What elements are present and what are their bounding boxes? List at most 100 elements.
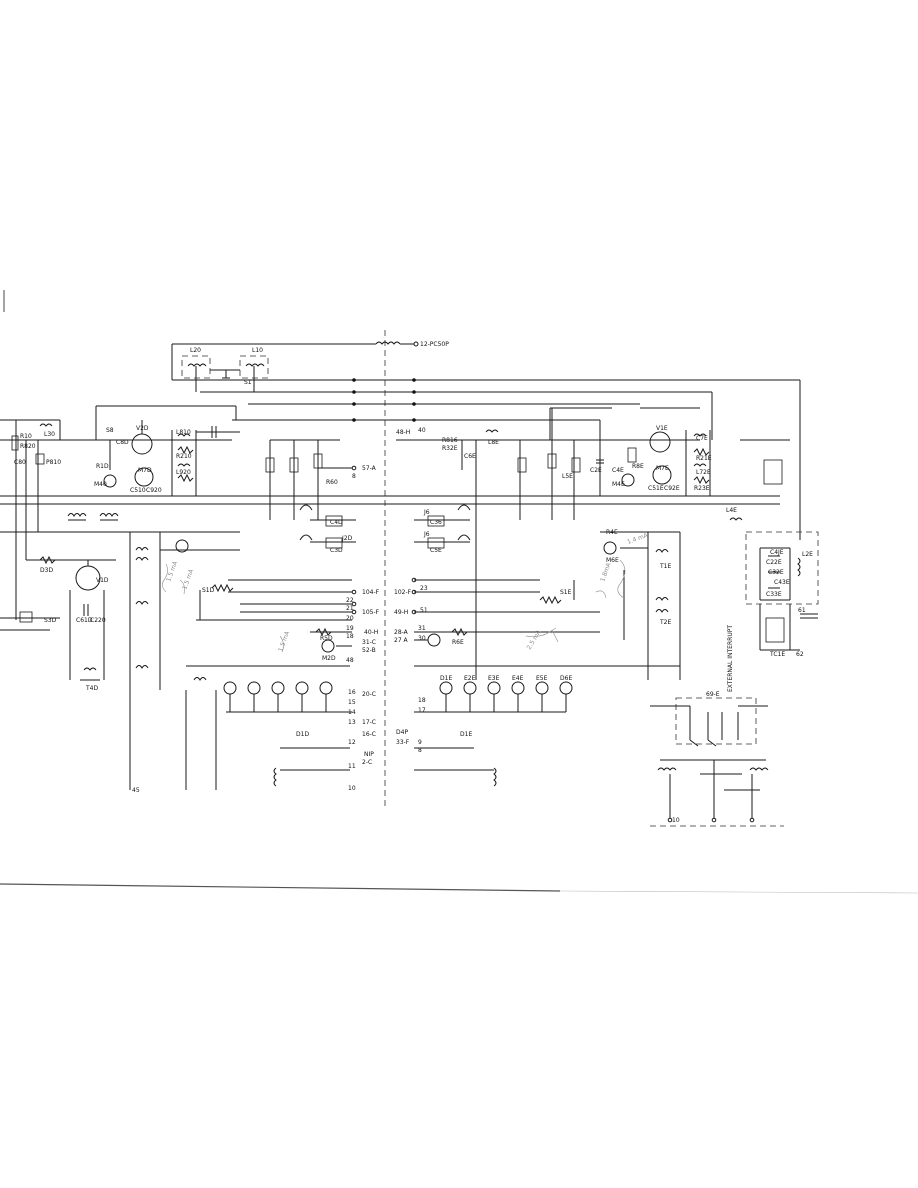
label-52B: 52-B xyxy=(362,647,376,654)
label-D1E-lamp: D1E xyxy=(440,675,452,682)
tube-stage-V2D xyxy=(103,420,240,496)
label-C92E: C92E xyxy=(664,485,680,492)
label-33F: 33-F xyxy=(396,739,410,746)
relay-group-L20-L10 xyxy=(181,355,269,392)
label-12: 12 xyxy=(348,739,356,746)
label-S1E: S1E xyxy=(560,589,572,596)
lamp-row-right xyxy=(414,681,573,787)
top-terminal-label: 12-PC50P xyxy=(420,341,449,348)
label-C8D: C8D xyxy=(116,439,129,446)
page-edge-marks xyxy=(0,290,918,894)
label-M7E: M7E xyxy=(656,465,669,472)
label-61: 61 xyxy=(798,607,806,614)
label-R6E: R6E xyxy=(452,639,464,646)
label-17: 17 xyxy=(418,707,426,714)
label-40: 40 xyxy=(418,427,426,434)
label-L810: L810 xyxy=(176,429,191,436)
label-C4D: C4D xyxy=(330,519,343,526)
label-C51E: C51E xyxy=(648,485,664,492)
label-D1E-switch: D1E xyxy=(460,731,472,738)
tube-stage-V1D xyxy=(0,555,116,681)
relay-L20-label: L20 xyxy=(190,347,201,354)
label-L920: L920 xyxy=(176,469,191,476)
handwritten-note-4: 1.8mA xyxy=(599,561,613,583)
label-C6E: C6E xyxy=(464,453,476,460)
label-C80: C80 xyxy=(14,459,26,466)
external-interrupt-block xyxy=(650,697,784,827)
top-bus-wiring xyxy=(0,341,801,540)
label-L5E: L5E xyxy=(562,473,573,480)
label-45: 45 xyxy=(132,787,140,794)
label-C22E: C22E xyxy=(766,559,782,566)
label-C61D: C61D xyxy=(76,617,93,624)
label-D4P: D4P xyxy=(396,729,408,736)
label-C220: C220 xyxy=(90,617,106,624)
label-V1D: V1D xyxy=(96,577,109,584)
label-21: 21 xyxy=(346,605,354,612)
label-102F: 102-F xyxy=(394,589,412,596)
label-C920: C920 xyxy=(146,487,162,494)
label-23: 23 xyxy=(420,585,428,592)
label-E5E: E5E xyxy=(536,675,548,682)
label-C33E: C33E xyxy=(766,591,782,598)
label-C2E: C2E xyxy=(590,467,602,474)
label-S8: S8 xyxy=(106,427,114,434)
label-31: 31 xyxy=(418,625,426,632)
label-28A: 28-A xyxy=(394,629,409,636)
label-J6b: J6 xyxy=(423,531,430,538)
label-R820: R820 xyxy=(20,443,36,450)
label-R23E: R23E xyxy=(694,485,710,492)
label-D1D: D1D xyxy=(296,731,309,738)
label-C32E: C32E xyxy=(768,569,784,576)
label-19: 19 xyxy=(346,625,354,632)
filter-block-right xyxy=(729,459,819,651)
label-15: 15 xyxy=(348,699,356,706)
label-27A: 27 A xyxy=(394,637,409,644)
label-D3D: D3D xyxy=(40,567,53,574)
label-T1E: T1E xyxy=(659,563,671,570)
label-TC1E: TC1E xyxy=(769,651,785,658)
label-C43E: C43E xyxy=(774,579,790,586)
label-R10: R10 xyxy=(20,433,32,440)
label-17C: 17-C xyxy=(362,719,376,726)
label-62: 62 xyxy=(796,651,804,658)
label-18a: 18 xyxy=(346,633,354,640)
left-input-components xyxy=(11,420,119,620)
label-R21E: R21E xyxy=(696,455,712,462)
label-R60: R60 xyxy=(326,479,338,486)
label-2C: 2-C xyxy=(362,759,372,766)
label-E3E: E3E xyxy=(488,675,500,682)
label-16C: 16-C xyxy=(362,731,376,738)
label-E2E: E2E xyxy=(464,675,476,682)
label-D6E: D6E xyxy=(560,675,572,682)
label-T2E: T2E xyxy=(659,619,671,626)
label-L8E: L8E xyxy=(488,439,499,446)
label-L2E: L2E xyxy=(802,551,813,558)
label-L72E: L72E xyxy=(696,469,711,476)
label-13: 13 xyxy=(348,719,356,726)
shift-register-S1D xyxy=(196,579,357,621)
transformer-column-left xyxy=(129,532,350,790)
label-V1E: V1E xyxy=(656,425,668,432)
label-S3D: S3D xyxy=(44,617,57,624)
tube-stage-V1E xyxy=(517,408,711,520)
label-J6: J6 xyxy=(423,509,430,516)
label-M40: M40 xyxy=(94,481,107,488)
label-E4E: E4E xyxy=(512,675,524,682)
label-48: 48 xyxy=(346,657,354,664)
label-T4D: T4D xyxy=(85,685,98,692)
right-center-wiring xyxy=(411,429,680,680)
label-L30: L30 xyxy=(44,431,55,438)
label-C36: C36 xyxy=(430,519,442,526)
meter-M2D xyxy=(310,627,352,653)
label-M7D: M7D xyxy=(138,467,152,474)
label-M2D: M2D xyxy=(322,655,336,662)
label-J2D: J2D xyxy=(341,535,353,542)
label-C4E: C4E xyxy=(612,467,624,474)
handwritten-note-2: 1.5 mA xyxy=(181,567,195,590)
relay-L10-label: L10 xyxy=(252,347,263,354)
label-C3D: C3D xyxy=(330,547,343,554)
label-10: 10 xyxy=(348,785,356,792)
label-104F: 104-F xyxy=(362,589,380,596)
